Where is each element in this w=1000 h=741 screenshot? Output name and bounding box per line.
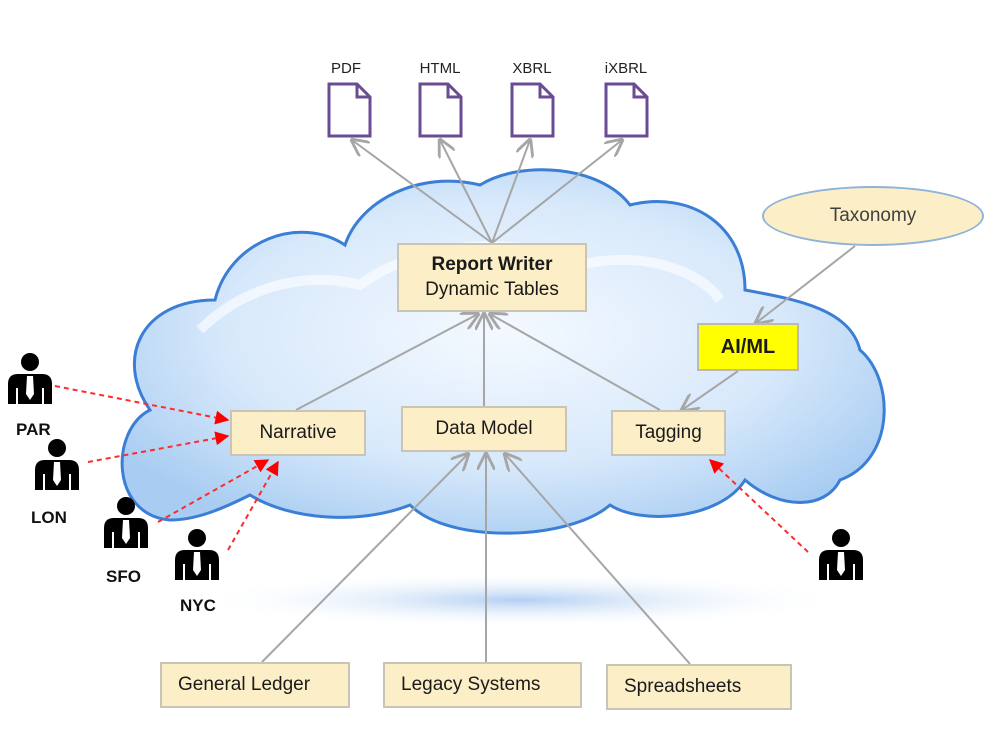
output-label-pdf: PDF: [331, 60, 361, 77]
arrow-narrative-to-rw: [295, 314, 478, 411]
arrow-to-ixbrl: [491, 140, 622, 244]
arrow-to-pdf: [352, 140, 493, 244]
arrow-nyc-to-narrative: [227, 460, 279, 551]
person-icon-par: [8, 353, 52, 404]
person-icon-tagger: [819, 529, 863, 580]
output-label-ixbrl: iXBRL: [604, 60, 648, 77]
document-icon-html: [418, 82, 463, 138]
narrative-box: Narrative: [230, 410, 366, 456]
arrow-to-html: [440, 140, 493, 244]
person-icon-nyc: [175, 529, 219, 580]
source-spreadsheets: Spreadsheets: [606, 664, 792, 710]
arrow-tagging-to-rw: [490, 314, 661, 411]
document-icon-pdf: [327, 82, 372, 138]
user-label-par: PAR: [16, 420, 51, 439]
user-label-nyc: NYC: [180, 596, 216, 615]
output-label-xbrl: XBRL: [512, 60, 552, 77]
aiml-box: AI/ML: [697, 323, 799, 371]
arrow-lon-to-narrative: [87, 431, 230, 463]
report-writer-title: Report Writer: [431, 253, 553, 275]
data-model-box: Data Model: [401, 406, 567, 452]
arrow-to-xbrl: [491, 140, 530, 244]
cloud-shadow: [190, 572, 850, 628]
user-label-sfo: SFO: [106, 567, 141, 586]
tagging-box: Tagging: [611, 410, 726, 456]
arrow-gl-to-dm: [261, 454, 468, 663]
arrow-aiml-to-tagging: [682, 370, 739, 410]
source-general-ledger: General Ledger: [160, 662, 350, 708]
document-icon-ixbrl: [604, 82, 649, 138]
person-icon-lon: [35, 439, 79, 490]
arrow-sheets-to-dm: [505, 454, 691, 665]
report-writer-box: Report Writer Dynamic Tables: [397, 243, 587, 312]
user-label-lon: LON: [31, 508, 67, 527]
person-icon-sfo: [104, 497, 148, 548]
taxonomy-node: Taxonomy: [762, 186, 984, 246]
arrow-sfo-to-narrative: [157, 459, 270, 523]
arrow-user-to-tagging: [708, 459, 809, 553]
arrow-par-to-narrative: [54, 385, 230, 425]
document-icon-xbrl: [510, 82, 555, 138]
source-legacy-systems: Legacy Systems: [383, 662, 582, 708]
output-label-html: HTML: [419, 60, 461, 77]
report-writer-subtitle: Dynamic Tables: [425, 278, 559, 300]
arrow-taxonomy-to-aiml: [756, 245, 856, 323]
